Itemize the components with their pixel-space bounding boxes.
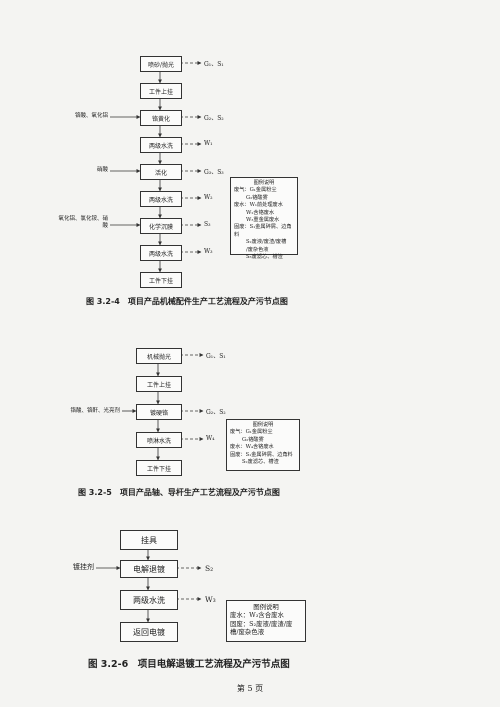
fig2-legend-line: S₂废滤芯、槽渣 <box>242 459 279 466</box>
fig2-legend-line: 废水：W₄含铬废水 <box>230 444 274 451</box>
fig1-legend-line: 固废：S₁金属碎屑、边角料 <box>234 224 292 238</box>
fig2-step-3: 镀硬铬 <box>136 404 182 420</box>
page-number: 第 5 页 <box>236 684 264 693</box>
fig3-legend: 图例说明 废水：W₃含合废水 固废：S₂废液/废渣/废 槽/废杂色液 <box>226 600 306 642</box>
fig1-legend-line: S₃废滤芯、槽渣 <box>246 254 283 261</box>
fig2-legend-line: 废气：G₁金属粉尘 <box>230 429 273 436</box>
fig2-legend-line: G₂铬酸雾 <box>242 436 264 443</box>
fig1-input-3: 氧化铝、氯化铵、硝酸 <box>58 216 108 229</box>
fig1-pollutant-3: W₁ <box>204 140 213 147</box>
fig3-step-3: 两级水洗 <box>120 590 178 610</box>
fig3-step-4: 返回电镀 <box>120 622 178 642</box>
fig1-step-9: 工件下挂 <box>140 272 182 288</box>
fig2-step-1: 机械抛光 <box>136 348 182 364</box>
fig2-step-4: 喷淋水洗 <box>136 432 182 448</box>
fig1-legend-line: 废气：G₁金属粉尘 <box>234 187 277 194</box>
fig3-legend-line: 槽/废杂色液 <box>230 628 265 637</box>
fig1-step-3: 铬黄化 <box>140 110 182 126</box>
fig1-input-2: 硝酸 <box>96 167 108 173</box>
fig3-pollutant-1: S₂ <box>205 564 214 573</box>
fig3-caption: 图 3.2-6 项目电解退镀工艺流程及产污节点图 <box>88 659 290 670</box>
fig1-legend-line: 废水：W₁前处理废水 <box>234 202 283 209</box>
fig1-step-7: 化学沉膜 <box>140 218 182 234</box>
fig3-step-1: 挂具 <box>120 530 178 550</box>
fig1-step-1: 喷砂/抛光 <box>140 56 182 72</box>
fig1-pollutant-4: G₃、S₃ <box>204 169 224 176</box>
fig1-legend-line: S₂废液/废渣/废槽 <box>246 239 287 246</box>
fig1-pollutant-6: S₃ <box>204 221 211 228</box>
fig1-legend-line: G₂铬酸雾 <box>246 194 268 201</box>
fig2-legend-line: 固废：S₁金属碎屑、边角料 <box>230 451 293 458</box>
fig2-pollutant-1: G₁、S₁ <box>206 353 226 360</box>
fig3-legend-line: 废水：W₃含合废水 <box>230 611 284 620</box>
fig1-step-2: 工件上挂 <box>140 83 182 99</box>
fig1-legend-line: /废杂色液 <box>246 246 269 253</box>
fig3-step-2: 电解退镀 <box>120 560 178 578</box>
fig2-step-2: 工件上挂 <box>136 376 182 392</box>
fig2-pollutant-3: W₄ <box>206 435 215 442</box>
fig1-legend-line: W₃重金属废水 <box>246 217 280 224</box>
fig2-step-5: 工件下挂 <box>136 460 182 476</box>
fig1-step-4: 两级水洗 <box>140 137 182 153</box>
fig1-legend: 图例说明 废气：G₁金属粉尘 G₂铬酸雾 废水：W₁前处理废水 W₂含铬废水 W… <box>230 177 298 260</box>
fig1-legend-line: W₂含铬废水 <box>246 209 275 216</box>
fig1-pollutant-5: W₂ <box>204 194 213 201</box>
fig1-step-6: 两级水洗 <box>140 191 182 207</box>
fig3-input-1: 镀挂剂 <box>73 563 94 571</box>
fig3-legend-title: 图例说明 <box>253 603 279 611</box>
fig3-pollutant-2: W₃ <box>205 595 216 604</box>
fig2-legend: 图例说明 废气：G₁金属粉尘 G₂铬酸雾 废水：W₄含铬废水 固废：S₁金属碎屑… <box>226 419 300 471</box>
fig1-caption: 图 3.2-4 项目产品机械配件生产工艺流程及产污节点图 <box>86 297 288 306</box>
fig1-input-1: 铬酸、氧化铝 <box>74 113 108 119</box>
fig1-step-5: 活化 <box>140 164 182 180</box>
fig2-legend-title: 图例说明 <box>252 422 274 428</box>
fig1-pollutant-2: G₂、S₂ <box>204 115 224 122</box>
fig1-pollutant-1: G₁、S₁ <box>204 61 224 68</box>
fig1-legend-title: 图例说明 <box>253 180 275 186</box>
fig1-pollutant-7: W₃ <box>204 248 213 255</box>
fig1-step-8: 两级水洗 <box>140 245 182 261</box>
fig2-input-1: 铬酸、铬酐、光亮剂 <box>70 408 120 414</box>
fig3-legend-line: 固废：S₂废液/废渣/废 <box>230 619 293 628</box>
fig2-pollutant-2: G₂、S₂ <box>206 409 226 416</box>
fig2-caption: 图 3.2-5 项目产品轴、导杆生产工艺流程及产污节点图 <box>78 488 280 497</box>
